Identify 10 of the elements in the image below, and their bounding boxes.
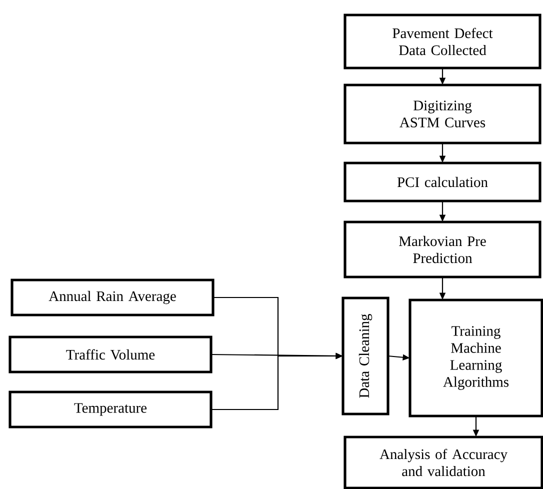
process-box: Markovian Pre Prediction	[344, 220, 542, 278]
process-box: Traffic Volume	[8, 336, 212, 374]
process-box: Pavement Defect Data Collected	[344, 14, 542, 70]
process-box: Analysis of Accuracy and validation	[344, 436, 543, 489]
process-box: Temperature	[8, 390, 212, 428]
process-box: Annual Rain Average	[10, 278, 214, 316]
process-box: PCI calculation	[344, 162, 542, 202]
process-box: Data Cleaning	[342, 296, 390, 416]
process-box: Training Machine Learning Algorithms	[408, 298, 543, 418]
process-box: Digitizing ASTM Curves	[344, 84, 542, 144]
